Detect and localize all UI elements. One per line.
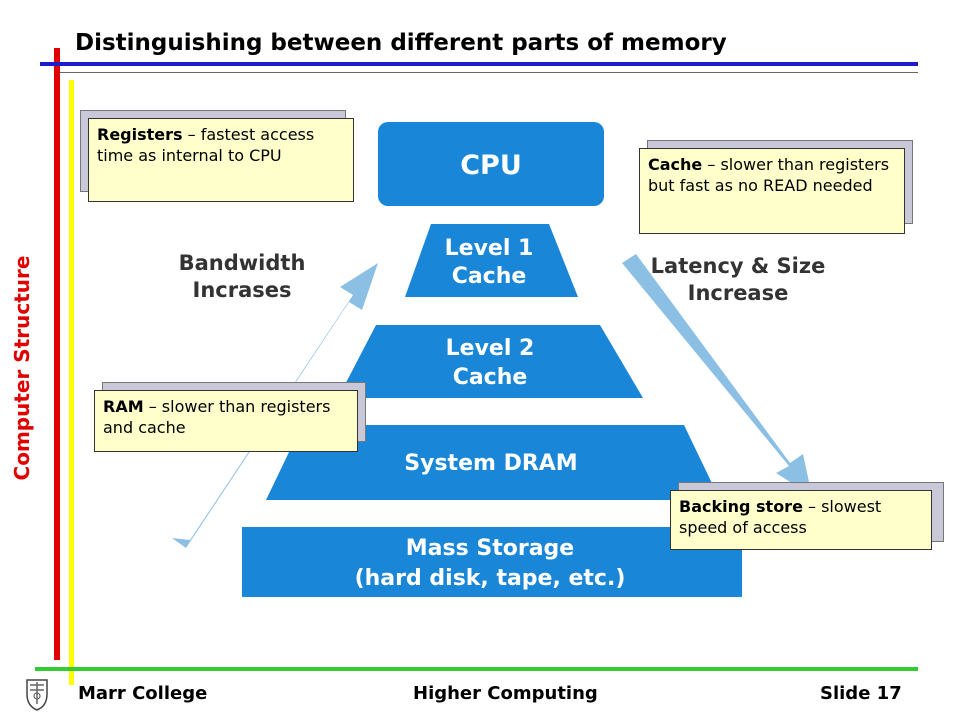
level-l1-label-2: Cache bbox=[452, 264, 527, 289]
registers-callout: Registers – fastest access time as inter… bbox=[88, 118, 354, 202]
footer-slide-number: Slide 17 bbox=[820, 683, 902, 704]
crest-icon bbox=[26, 679, 48, 711]
footer-course: Higher Computing bbox=[413, 683, 598, 704]
level-dram-label: System DRAM bbox=[404, 451, 577, 476]
level-mass-storage bbox=[242, 527, 742, 597]
level-mass-label-2: (hard disk, tape, etc.) bbox=[355, 566, 626, 591]
registers-term: Registers bbox=[97, 125, 183, 144]
right-arrow-label-1: Latency & Size bbox=[651, 254, 826, 278]
level-mass-label-1: Mass Storage bbox=[406, 536, 574, 561]
level-l1-cache bbox=[405, 224, 578, 297]
level-cpu-label: CPU bbox=[460, 150, 522, 181]
footer-college: Marr College bbox=[78, 683, 208, 704]
registers-desc: – fastest access time as internal to CPU bbox=[97, 125, 315, 165]
backing-desc: – slowest speed of access bbox=[679, 497, 882, 537]
ram-desc: – slower than registers and cache bbox=[103, 397, 331, 437]
level-l1-label-1: Level 1 bbox=[445, 236, 534, 261]
ram-term: RAM bbox=[103, 397, 144, 416]
red-vertical-rule bbox=[54, 48, 60, 660]
right-arrow bbox=[622, 254, 812, 496]
cache-callout: Cache – slower than registers but fast a… bbox=[639, 148, 905, 234]
slide-title: Distinguishing between different parts o… bbox=[75, 30, 727, 56]
level-system-dram bbox=[266, 425, 720, 500]
backing-term: Backing store bbox=[679, 497, 803, 516]
level-cpu bbox=[378, 122, 604, 206]
blue-horizontal-rule bbox=[40, 62, 918, 66]
level-l2-label-2: Cache bbox=[453, 365, 528, 390]
thin-horizontal-rule bbox=[60, 72, 918, 73]
backing-callout: Backing store – slowest speed of access bbox=[670, 490, 932, 550]
left-arrow-label-2: Incrases bbox=[193, 278, 292, 302]
level-l2-cache bbox=[338, 325, 643, 398]
cache-desc: – slower than registers but fast as no R… bbox=[648, 155, 890, 195]
left-arrow bbox=[172, 263, 378, 548]
level-l2-label-1: Level 2 bbox=[446, 336, 535, 361]
green-horizontal-rule bbox=[35, 667, 918, 671]
ram-callout: RAM – slower than registers and cache bbox=[94, 390, 358, 452]
cache-term: Cache bbox=[648, 155, 703, 174]
yellow-vertical-rule bbox=[69, 80, 74, 685]
left-arrow-label-1: Bandwidth bbox=[179, 251, 306, 275]
right-arrow-label-2: Increase bbox=[688, 281, 789, 305]
